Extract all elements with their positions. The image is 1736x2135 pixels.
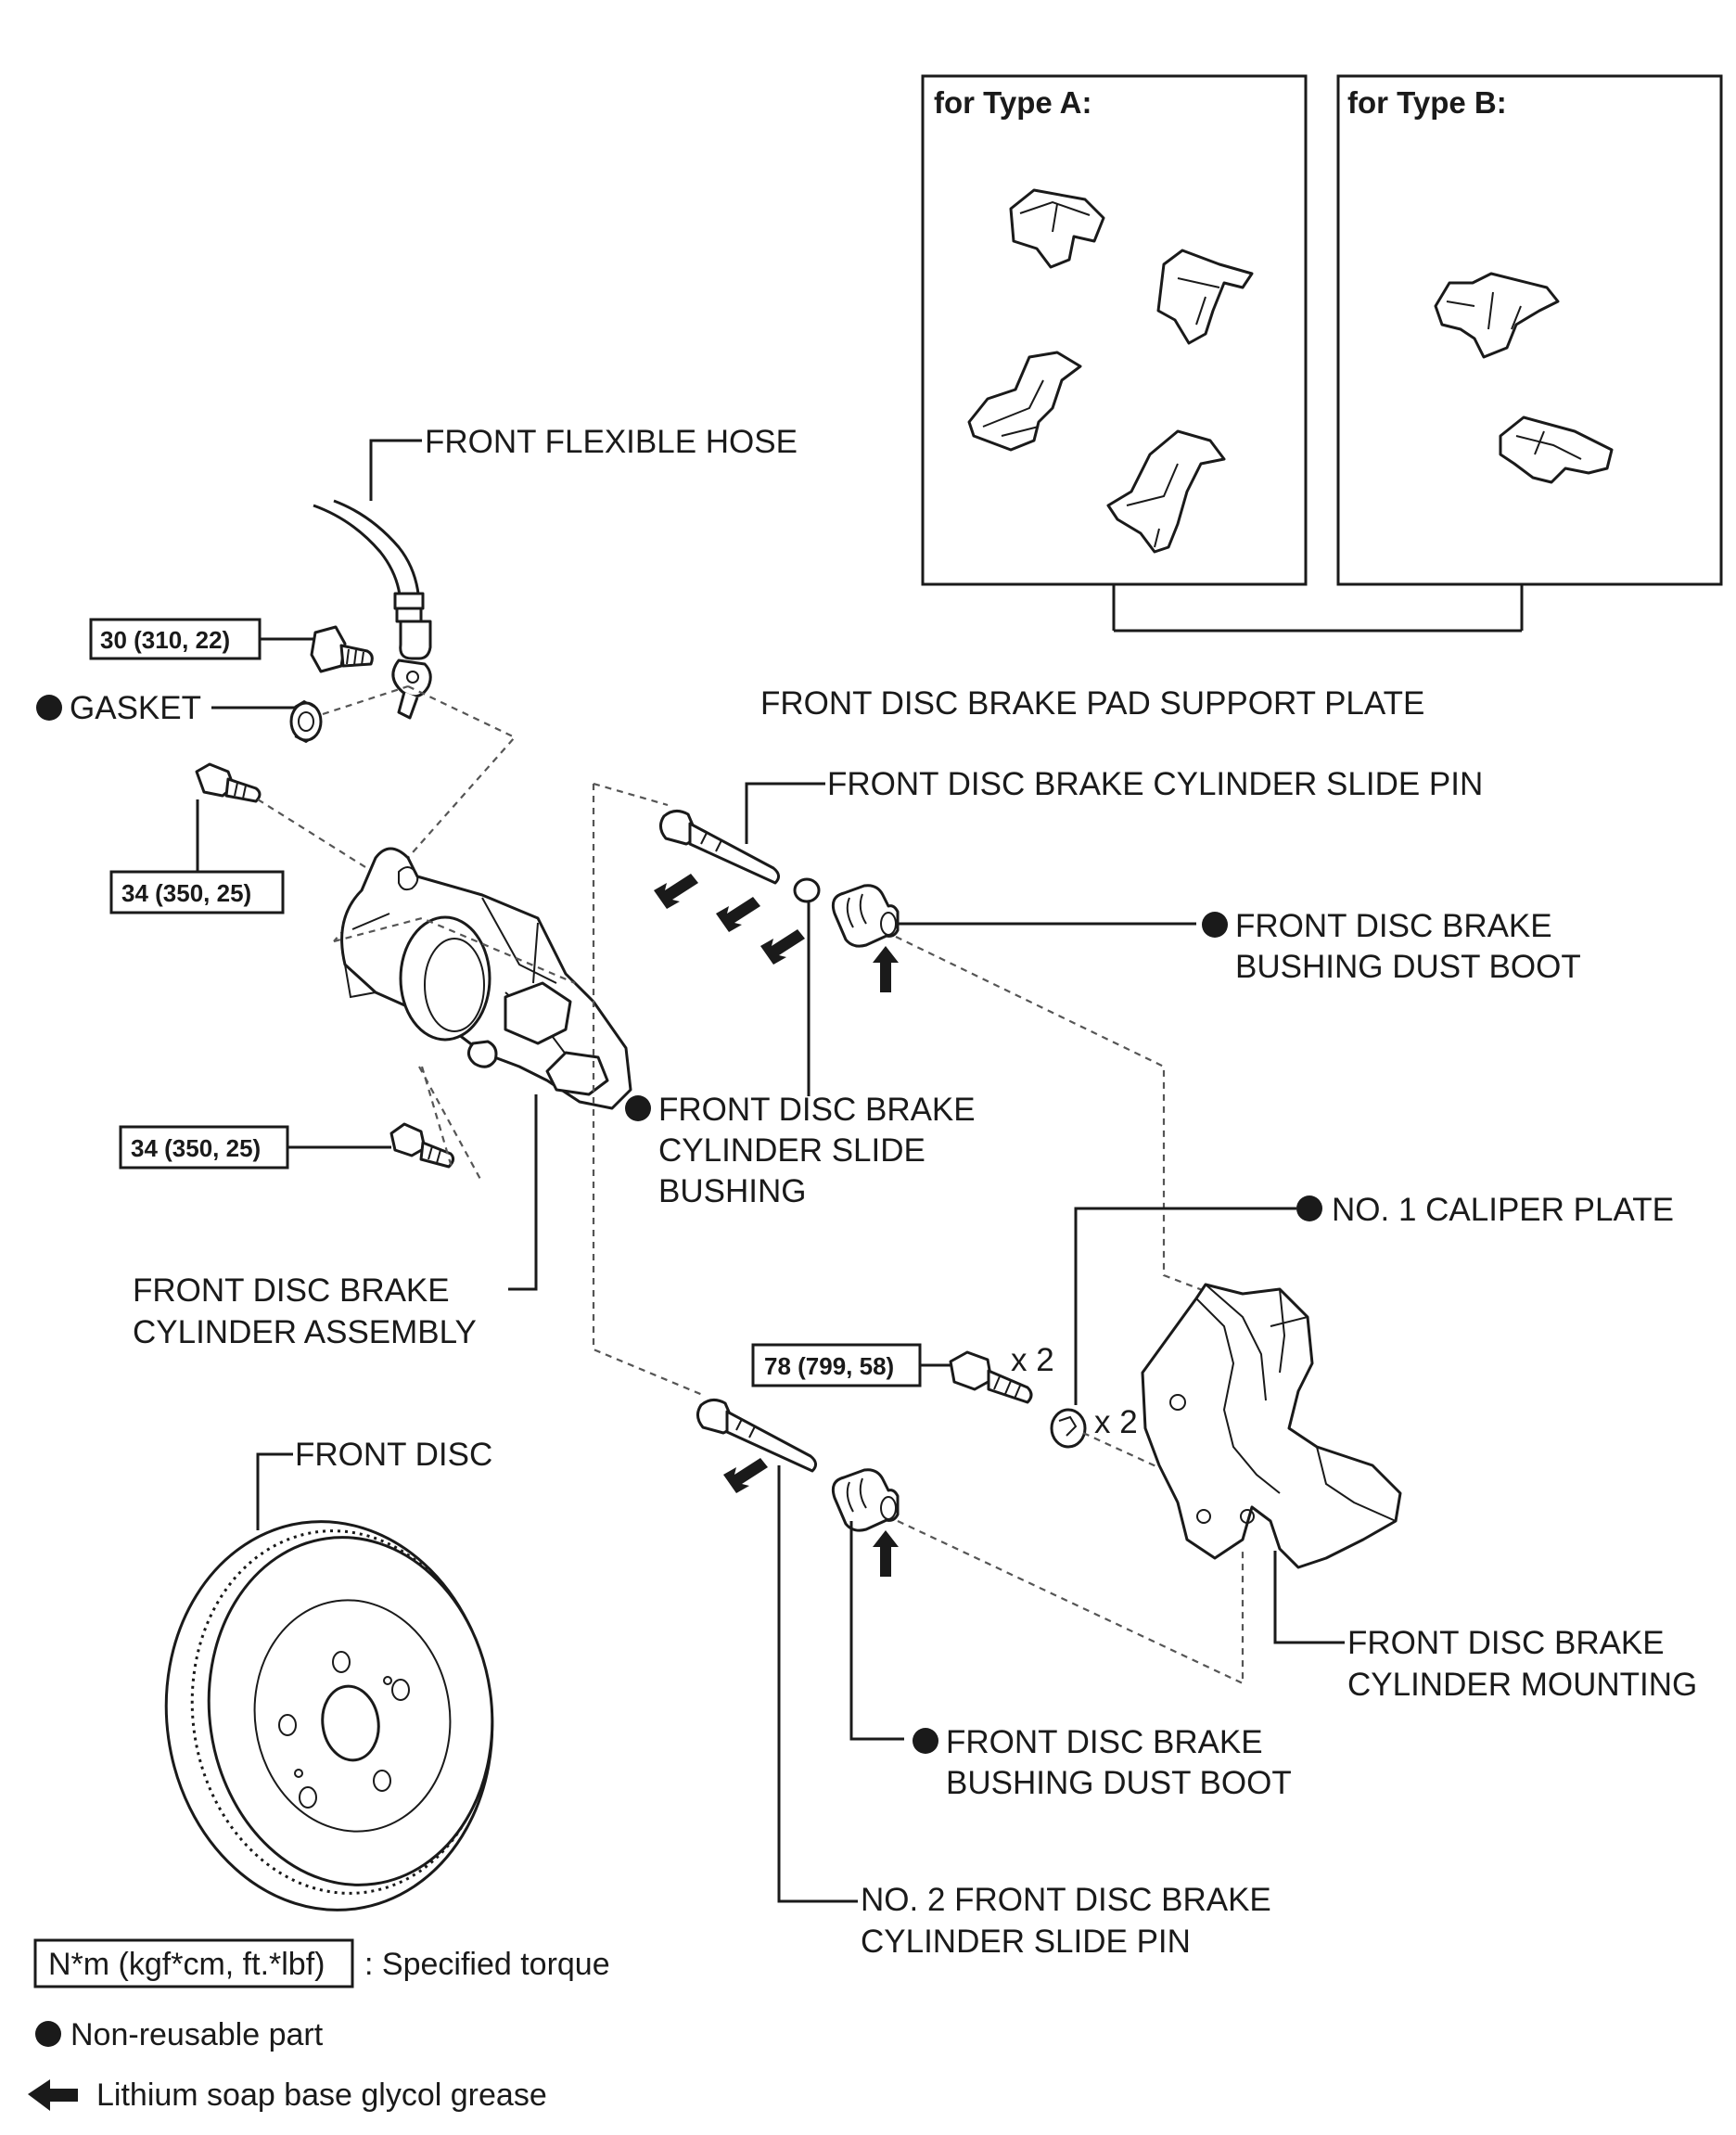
label-mounting-2: CYLINDER MOUNTING [1347, 1667, 1697, 1703]
grease-arrow-icon [716, 897, 760, 932]
support-plate-clip-icon [1009, 188, 1105, 269]
label-cylinder-assembly-2: CYLINDER ASSEMBLY [133, 1314, 477, 1350]
support-plate-clip-icon [1156, 249, 1254, 345]
torque-mounting-bolt: 78 (799, 58) [764, 1352, 894, 1380]
front-disc [164, 1520, 494, 1911]
legend-grease: Lithium soap base glycol grease [96, 2077, 547, 2113]
label-no2-slide-pin-1: NO. 2 FRONT DISC BRAKE [861, 1882, 1271, 1918]
non-reusable-dot-icon [913, 1728, 938, 1754]
front-disc-brake-cylinder-assembly [340, 847, 632, 1110]
bolt-icon [389, 1122, 455, 1169]
label-qty-bolt: x 2 [1011, 1342, 1054, 1378]
no2-front-disc-brake-cylinder-slide-pin [696, 1399, 817, 1473]
label-front-disc: FRONT DISC [295, 1437, 492, 1473]
grease-arrow-icon [760, 929, 805, 965]
front-disc-brake-cylinder-mounting [1141, 1283, 1402, 1569]
support-plate-clip-icon [1106, 429, 1226, 554]
label-dust-boot-lower-2: BUSHING DUST BOOT [946, 1765, 1292, 1801]
label-dust-boot-lower-1: FRONT DISC BRAKE [946, 1724, 1263, 1760]
bolt-icon [949, 1350, 1033, 1404]
front-disc-brake-cylinder-slide-pin [659, 810, 780, 885]
label-dust-boot-upper-2: BUSHING DUST BOOT [1235, 949, 1581, 985]
type-b-box: for Type B: [1336, 74, 1723, 586]
torque-upper-bolt: 34 (350, 25) [121, 879, 251, 907]
non-reusable-dot-icon [625, 1095, 651, 1121]
label-dust-boot-upper-1: FRONT DISC BRAKE [1235, 908, 1552, 944]
legend-non-reusable: Non-reusable part [70, 2017, 324, 2052]
grease-arrow-icon [654, 874, 698, 909]
label-no2-slide-pin-2: CYLINDER SLIDE PIN [861, 1924, 1191, 1960]
label-slide-bushing-2: CYLINDER SLIDE [658, 1132, 925, 1169]
grease-arrow-icon [28, 2079, 78, 2111]
torque-lower-bolt: 34 (350, 25) [131, 1134, 261, 1162]
label-gasket: GASKET [70, 690, 201, 726]
legend-torque-desc: : Specified torque [364, 1947, 610, 1982]
non-reusable-dot-icon [36, 695, 62, 721]
label-front-flexible-hose: FRONT FLEXIBLE HOSE [425, 424, 798, 460]
label-mounting-1: FRONT DISC BRAKE [1347, 1625, 1665, 1661]
label-slide-bushing-3: BUSHING [658, 1173, 806, 1209]
type-b-title: for Type B: [1347, 85, 1507, 120]
label-pad-support-plate: FRONT DISC BRAKE PAD SUPPORT PLATE [760, 685, 1424, 722]
grease-arrow-icon [873, 1530, 899, 1577]
bushing-dust-boot-icon [831, 1468, 900, 1532]
torque-hose-bolt: 30 (310, 22) [100, 626, 230, 654]
support-plate-clip-icon [967, 351, 1082, 452]
caliper-plate-icon [1050, 1408, 1087, 1449]
bushing-dust-boot-icon [831, 884, 900, 948]
non-reusable-dot-icon [1202, 912, 1228, 938]
union-bolt-icon [310, 625, 374, 673]
legend-torque-box: N*m (kgf*cm, ft.*lbf) [48, 1947, 325, 1982]
non-reusable-dot-icon [35, 2021, 61, 2047]
gasket-icon [289, 699, 323, 744]
grease-arrow-icon [873, 946, 899, 992]
type-a-title: for Type A: [934, 85, 1092, 120]
label-slide-bushing-1: FRONT DISC BRAKE [658, 1092, 976, 1128]
support-plate-clip-icon [1434, 272, 1560, 359]
type-a-box: for Type A: [921, 74, 1308, 586]
front-flexible-hose [313, 499, 432, 720]
label-cylinder-assembly-1: FRONT DISC BRAKE [133, 1272, 450, 1309]
label-qty-plate: x 2 [1094, 1404, 1138, 1440]
bolt-icon [195, 762, 262, 803]
support-plate-clip-icon [1499, 415, 1614, 484]
legend: N*m (kgf*cm, ft.*lbf) : Specified torque… [28, 1938, 610, 2113]
slide-bushing-icon [793, 877, 821, 903]
label-caliper-plate: NO. 1 CALIPER PLATE [1332, 1192, 1674, 1228]
label-slide-pin: FRONT DISC BRAKE CYLINDER SLIDE PIN [827, 766, 1483, 802]
non-reusable-dot-icon [1296, 1195, 1322, 1221]
grease-arrow-icon [723, 1458, 768, 1493]
